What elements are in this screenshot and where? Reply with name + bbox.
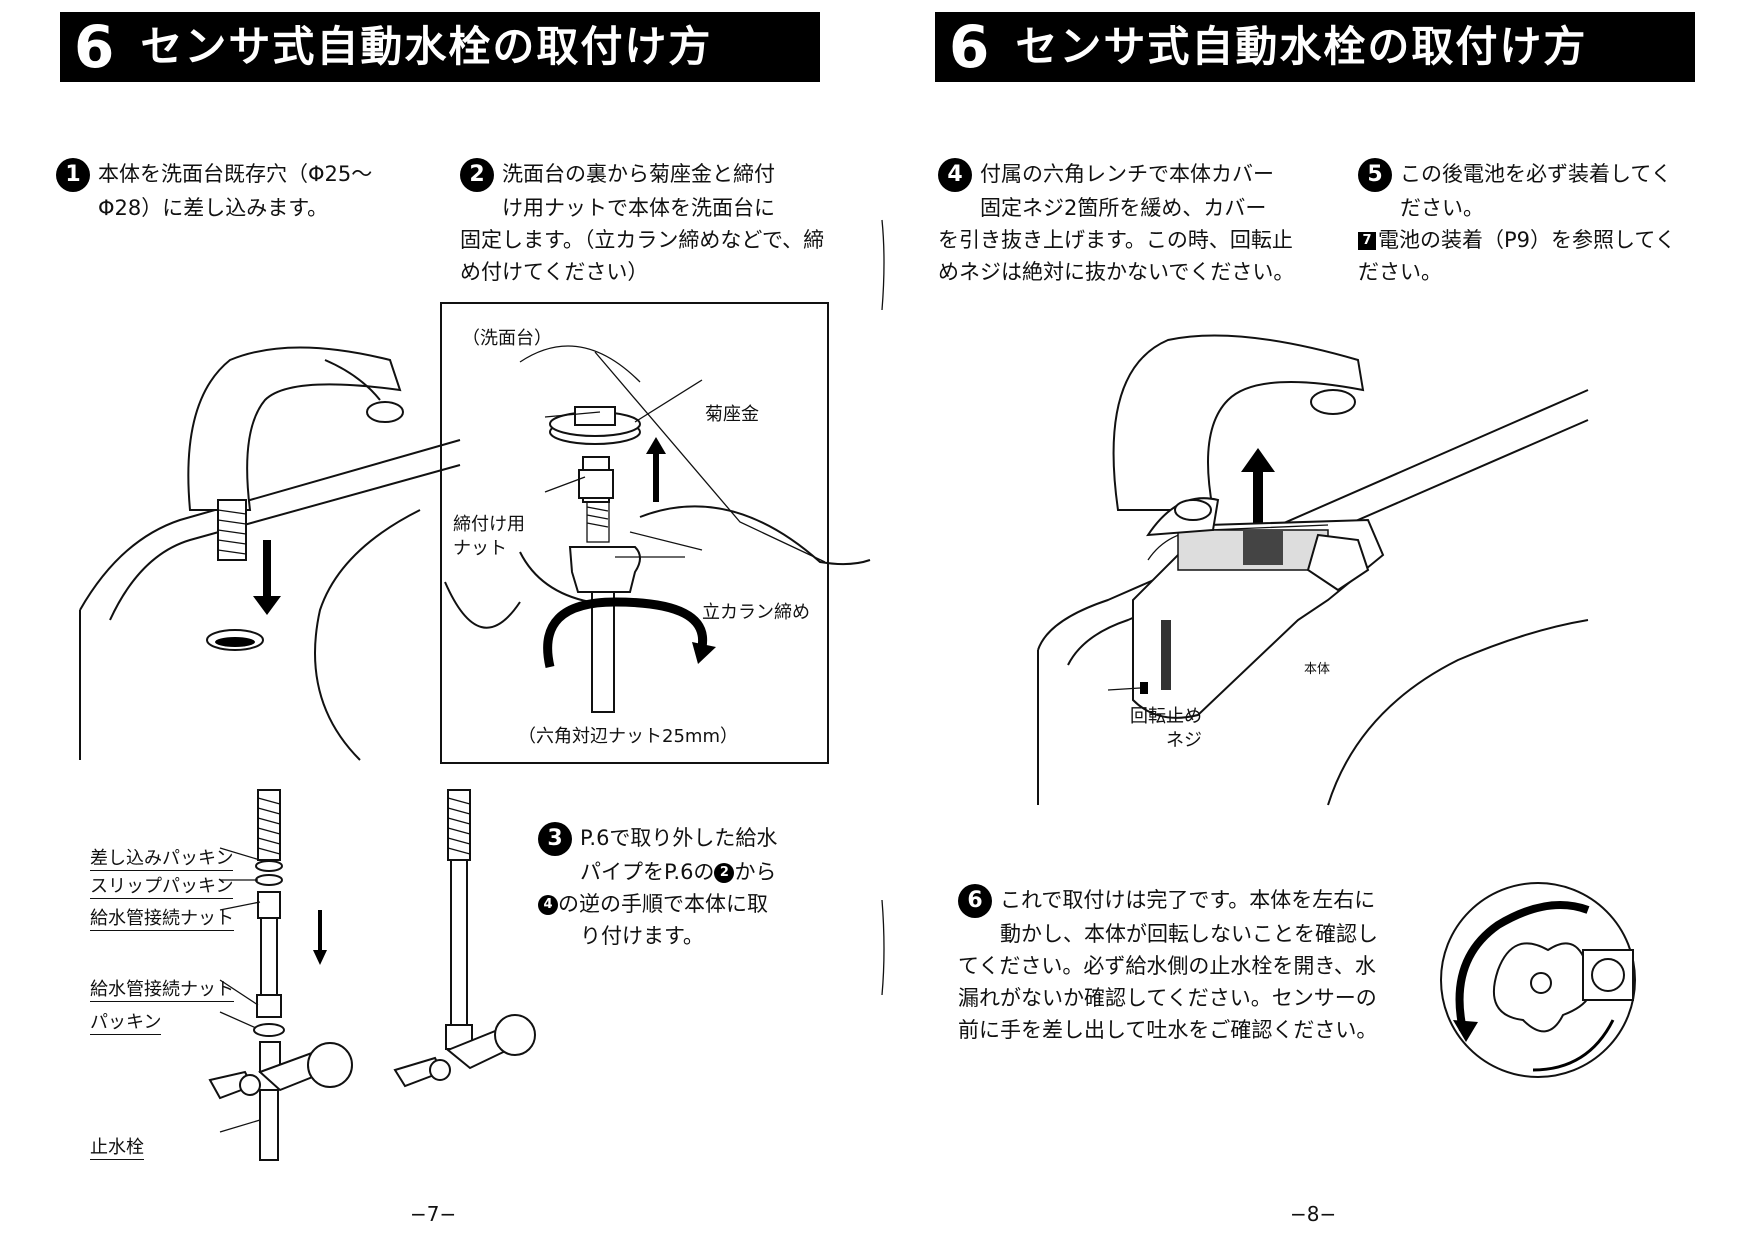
step-3-line-3: の逆の手順で本体に取 [558,892,768,916]
basin-label: （洗面台） [462,328,552,349]
step-2-badge: 2 [460,158,494,192]
label-sashikomi-packing: 差し込みパッキン [90,844,234,871]
step-1: 1 本体を洗面台既存穴（Φ25～ Φ28）に差し込みます。 [56,158,436,224]
pipe-assembly-illustration [208,789,536,1161]
ref-step-4: 4 [538,895,558,915]
ref-section-7: 7 [1358,232,1376,250]
page-number-right: −8− [1290,1202,1337,1226]
step-6-line-3: てください。必ず給水側の止水栓を開き、水 [958,954,1376,978]
step-3-badge: 3 [538,822,572,856]
label-slip-packing: スリップパッキン [90,872,234,899]
step-4: 4 付属の六角レンチで本体カバー 固定ネジ2箇所を緩め、カバー を引き抜き上げます… [938,158,1328,288]
step-4-line-2: 固定ネジ2箇所を緩め、カバー [980,196,1267,220]
rotation-check-illustration [1440,882,1636,1078]
step-6: 6 これで取付けは完了です。本体を左右に 動かし、本体が回転しないことを確認し て… [958,884,1428,1046]
right-page: 6 センサ式自動水栓の取付け方 4 付属の六角レンチで本体カバー 固定ネジ2箇所を… [878,0,1755,1240]
step-4-line-3: を引き抜き上げます。この時、回転止 [938,228,1293,252]
body-label: 本体 [1304,662,1331,677]
label-stop-valve: 止水栓 [90,1133,144,1160]
inset-illustration [444,345,871,713]
step-3-line-2b: から [734,860,777,884]
nut-label-2: ナット [453,538,507,559]
step-2: 2 洗面台の裏から菊座金と締付 け用ナットで本体を洗面台に 固定します。（立カラン… [460,158,840,288]
kikuzagane-label: 菊座金 [705,404,759,425]
label-supply-nut-1: 給水管接続ナット [90,904,234,931]
step-6-line-1: これで取付けは完了です。本体を左右に [1000,888,1376,912]
left-page: 6 センサ式自動水栓の取付け方 1 本体を洗面台既存穴（Φ25～ Φ28）に差し込… [56,12,871,1226]
faucet-install-illustration [79,346,461,761]
section-banner-left: 6 センサ式自動水栓の取付け方 [60,12,820,82]
step-3-line-2a: パイプをP.6の [580,860,715,884]
step-1-line-1: 本体を洗面台既存穴（Φ25～ [98,162,373,186]
step-3-line-1: P.6で取り外した給水 [580,826,778,850]
step-5-line-4: ださい。 [1358,260,1442,284]
nut-label-1: 締付け用 [453,514,525,535]
hex-label: （六角対辺ナット25mm） [518,726,738,747]
step-6-line-5: 前に手を差し出して吐水をご確認ください。 [958,1018,1378,1042]
section-banner-right: 6 センサ式自動水栓の取付け方 [935,12,1695,82]
step-4-badge: 4 [938,158,972,192]
step-2-line-3: 固定します。（立カラン締めなどで、締 [460,228,825,252]
section-title: センサ式自動水栓の取付け方 [140,22,713,71]
step-2-line-1: 洗面台の裏から菊座金と締付 [502,162,775,186]
stop-screw-label-2: ネジ [1166,730,1202,751]
section-title: センサ式自動水栓の取付け方 [1015,22,1588,71]
binding-marks [881,219,885,996]
ref-step-2: 2 [714,863,735,883]
section-number: 6 [74,13,115,81]
section-number: 6 [949,13,990,81]
step-5-line-3: 電池の装着（P9）を参照してく [1378,228,1676,252]
step-5-badge: 5 [1358,158,1392,192]
inset-box [440,302,829,764]
step-2-line-4: め付けてください） [460,260,649,284]
step-6-line-2: 動かし、本体が回転しないことを確認し [1000,922,1378,946]
cover-removal-illustration [1037,334,1589,806]
step-2-line-2: け用ナットで本体を洗面台に [502,196,775,220]
step-4-line-4: めネジは絶対に抜かないでください。 [938,260,1295,284]
stop-screw-label-1: 回転止め [1130,706,1202,727]
step-5-line-1: この後電池を必ず装着してく [1400,162,1672,186]
step-3-line-4: り付けます。 [580,924,704,948]
step-6-line-4: 漏れがないか確認してください。センサーの [958,986,1377,1010]
label-supply-nut-2: 給水管接続ナット [90,975,234,1002]
step-4-line-1: 付属の六角レンチで本体カバー [980,162,1274,186]
step-1-line-2: Φ28）に差し込みます。 [98,196,329,220]
label-packing: パッキン [90,1008,162,1035]
step-1-badge: 1 [56,158,90,192]
wrench-label: 立カラン締め [702,602,810,623]
step-5-line-2: ださい。 [1400,196,1484,220]
page-number-left: −7− [410,1202,457,1226]
step-6-badge: 6 [958,884,992,918]
